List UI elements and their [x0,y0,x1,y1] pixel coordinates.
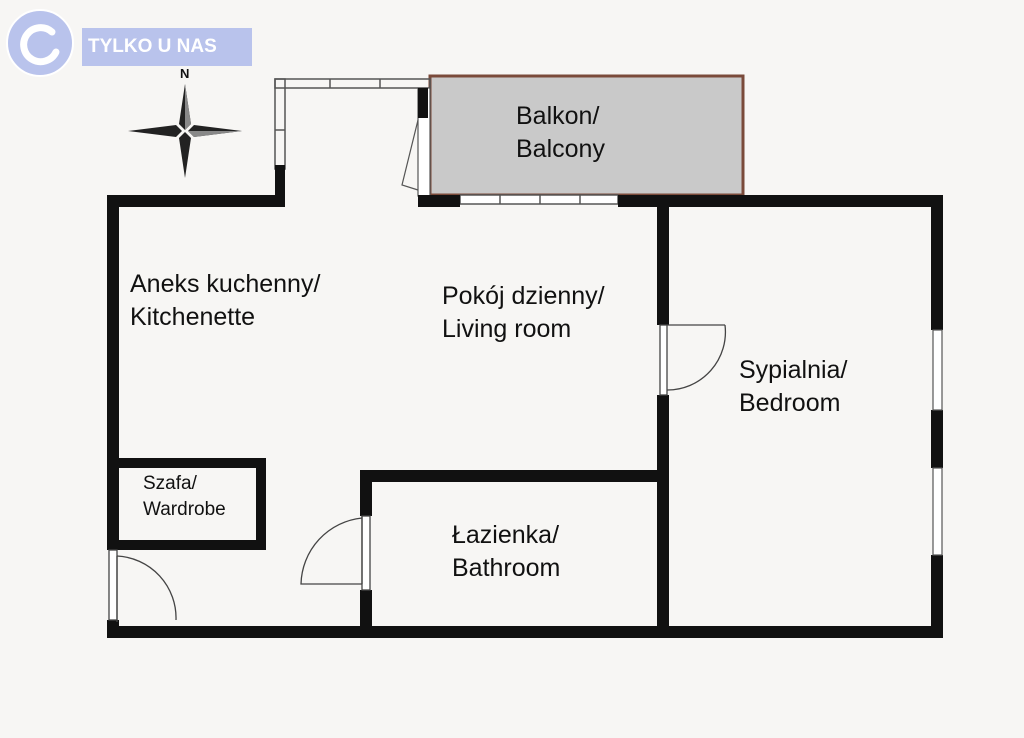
logo-icon [6,9,74,77]
wardrobe-label-line2: Wardrobe [143,499,226,520]
balcony-label-line1: Balkon/ [516,102,600,130]
living-room-label: Pokój dzienny/ Living room [442,280,605,346]
kitchen-label-line1: Aneks kuchenny/ [130,270,321,298]
bathroom-label-line1: Łazienka/ [452,521,560,549]
living-room-label-line1: Pokój dzienny/ [442,282,605,310]
logo-text: TYLKO U NAS [82,28,252,66]
compass-icon [128,84,242,178]
living-room-label-line2: Living room [442,315,572,343]
bedroom-door-icon [659,324,727,396]
bedroom-window [932,329,943,556]
entrance-door-icon [108,549,177,622]
kitchen-label: Aneks kuchenny/ Kitchenette [130,268,320,334]
kitchen-label-line2: Kitchenette [130,303,256,331]
bedroom-label: Sypialnia/ Bedroom [739,354,847,420]
compass-north-label: N [180,66,190,81]
window-top [274,78,431,170]
bathroom-door-icon [300,515,371,591]
bathroom-label: Łazienka/ Bathroom [452,519,560,585]
bedroom-label-line2: Bedroom [739,389,841,417]
balcony-label-line2: Balcony [516,135,605,163]
bathroom-label-line2: Bathroom [452,554,561,582]
balcony-label: Balkon/ Balcony [516,100,605,166]
balcony-window [459,194,619,205]
walls [107,88,943,638]
wardrobe-label: Szafa/ Wardrobe [143,471,226,523]
balcony-area [428,74,745,197]
wardrobe-label-line1: Szafa/ [143,473,197,494]
bedroom-label-line1: Sypialnia/ [739,356,848,384]
